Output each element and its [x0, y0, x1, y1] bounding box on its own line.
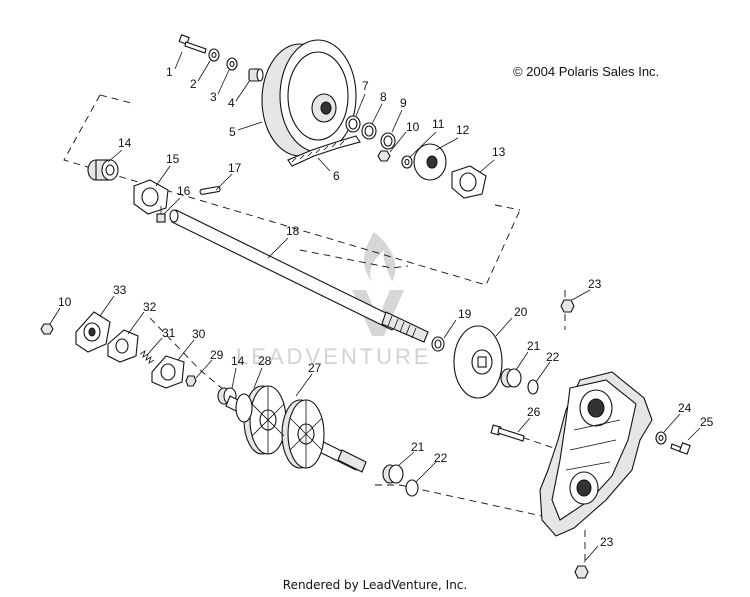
part-12-plate: [413, 143, 447, 181]
chaincase-housing: [539, 371, 653, 537]
callout-10-lower: 10: [58, 295, 72, 309]
part-14-bearing: [87, 159, 119, 181]
callout-17: 17: [228, 161, 242, 175]
watermark-text: LEADVENTURE: [236, 344, 432, 369]
part-27-drive-sprockets: [225, 385, 367, 473]
leader-lines: [49, 51, 701, 563]
part-25-bolt: [670, 442, 691, 455]
callout-12: 12: [456, 123, 470, 137]
watermark: LEADVENTURE: [236, 232, 432, 369]
part-30-flange: [151, 355, 185, 389]
callout-23-lower: 23: [600, 535, 614, 549]
callout-14: 14: [118, 136, 132, 150]
part-23-nut-upper: [560, 299, 575, 313]
part-23-nut-lower: [574, 565, 589, 579]
part-6-chain: [287, 135, 361, 167]
callout-31: 31: [162, 326, 176, 340]
part-21-bushing-lower: [382, 464, 404, 484]
callout-20: 20: [514, 305, 528, 319]
callout-9: 9: [400, 96, 407, 110]
callout-27: 27: [308, 361, 322, 375]
callout-22-upper: 22: [546, 350, 560, 364]
callout-24: 24: [678, 401, 692, 415]
part-33-bearing-flange: [75, 311, 111, 353]
callout-15: 15: [166, 152, 180, 166]
callout-14-lower: 14: [231, 354, 245, 368]
callout-10: 10: [406, 120, 420, 134]
part-10-nut-lower: [40, 323, 54, 335]
callout-1: 1: [166, 65, 173, 79]
part-22-seal-upper: [527, 379, 539, 395]
callout-5: 5: [229, 125, 236, 139]
part-20-disc: [453, 325, 503, 399]
callout-22-lower: 22: [434, 451, 448, 465]
callout-25: 25: [700, 415, 714, 429]
copyright-text: © 2004 Polaris Sales Inc.: [513, 64, 660, 79]
part-32-gasket: [107, 329, 139, 363]
callout-3: 3: [210, 90, 217, 104]
callout-26: 26: [527, 405, 541, 419]
callout-16: 16: [177, 184, 191, 198]
part-18-shaft: [169, 209, 429, 343]
callout-19: 19: [458, 307, 472, 321]
part-17-key: [199, 186, 221, 195]
callout-11: 11: [432, 117, 445, 131]
part-22-seal-lower: [405, 479, 419, 497]
part-29-nut: [185, 375, 197, 387]
part-1-bolt: [178, 34, 207, 54]
footer-credit: Rendered by LeadVenture, Inc.: [282, 578, 468, 592]
part-4-bushing: [248, 68, 264, 82]
callout-2: 2: [190, 77, 197, 91]
callout-21-upper: 21: [527, 339, 541, 353]
part-31-spring: [139, 350, 155, 364]
callout-29: 29: [210, 348, 224, 362]
callout-8: 8: [380, 90, 387, 104]
callout-6: 6: [333, 169, 340, 183]
callout-32: 32: [143, 300, 157, 314]
callout-28: 28: [258, 354, 272, 368]
assembly-outlines: [63, 94, 586, 560]
part-10-nut: [377, 150, 391, 162]
callout-21-lower: 21: [411, 440, 425, 454]
callout-7: 7: [362, 79, 369, 93]
part-21-bushing-upper: [500, 368, 522, 388]
part-13-flange: [451, 165, 487, 199]
callout-4: 4: [228, 96, 235, 110]
callout-33: 33: [113, 283, 127, 297]
part-26-bolt: [490, 424, 525, 442]
callout-labels: 1 2 3 4 5 6 7 8 9 10 11 12 13 14 15 16 1…: [58, 65, 714, 549]
callout-30: 30: [192, 327, 206, 341]
part-16-bolt: [156, 206, 166, 223]
part-28-sprocket-hub: [235, 393, 253, 423]
callout-13: 13: [492, 145, 506, 159]
callout-23-upper: 23: [588, 277, 602, 291]
callout-18: 18: [286, 224, 300, 238]
part-5-pulley: [261, 39, 357, 157]
part-15-flange: [133, 179, 169, 215]
